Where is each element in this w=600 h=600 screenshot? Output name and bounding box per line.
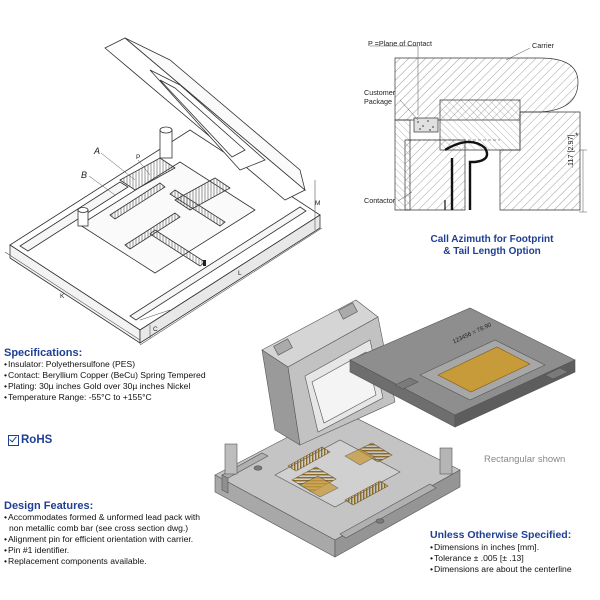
label-p: P [136,154,141,161]
label-m: M [315,200,321,207]
feature-item: Pin #1 identifier. [4,545,264,556]
carrier-label: Carrier [532,41,554,50]
dimension-label: .117 [2.97] [566,134,575,168]
unless-item: Dimensions are about the centerline [430,564,572,575]
design-features-title: Design Features: [4,500,94,512]
call-azimuth-line1: Call Azimuth for Footprint [430,234,554,245]
spec-item: Plating: 30µ inches Gold over 30µ inches… [4,381,254,392]
checkbox-icon [8,434,19,446]
customer-label: Customer [364,88,396,97]
socket-3d-render [214,299,576,558]
feature-item: Alignment pin for efficient orientation … [4,534,264,545]
spec-item: Temperature Range: -55°C to +155°C [4,392,254,403]
plane-of-contact-label: P =Plane of Contact [368,39,432,48]
cross-section-drawing [370,45,587,213]
unless-specified-title: Unless Otherwise Specified: [430,529,572,541]
package-label: Package [364,97,392,106]
isometric-line-drawing [4,37,323,346]
unless-item: Tolerance ± .005 [± .13] [430,553,572,564]
label-c: C [153,326,158,333]
label-l: L [238,270,242,277]
call-azimuth-line2: & Tail Length Option [443,246,541,257]
spec-item: Contact: Beryllium Copper (BeCu) Spring … [4,370,254,381]
specifications-list: Insulator: Polyethersulfone (PES) Contac… [4,359,254,403]
feature-item: Accommodates formed & unformed lead pack… [4,512,264,523]
unless-item: Dimensions in inches [mm]. [430,542,572,553]
spec-item: Insulator: Polyethersulfone (PES) [4,359,254,370]
contactor-label: Contactor [364,196,396,205]
call-azimuth-note: Call Azimuth for Footprint & Tail Length… [412,234,572,258]
design-features-list: Accommodates formed & unformed lead pack… [4,512,264,567]
label-k: K [60,293,65,300]
rectangular-shown-caption: Rectangular shown [484,454,566,465]
feature-item: Replacement components available. [4,556,264,567]
feature-item-continued: non metallic comb bar (see cross section… [9,523,189,533]
specifications-title: Specifications: [4,347,83,359]
dimension-asterisk: * [575,131,579,141]
rohs-badge: RoHS [8,434,52,446]
label-a: A [94,146,101,156]
rohs-label: RoHS [21,434,53,446]
label-b: B [81,170,88,180]
unless-specified-list: Dimensions in inches [mm]. Tolerance ± .… [430,542,572,575]
